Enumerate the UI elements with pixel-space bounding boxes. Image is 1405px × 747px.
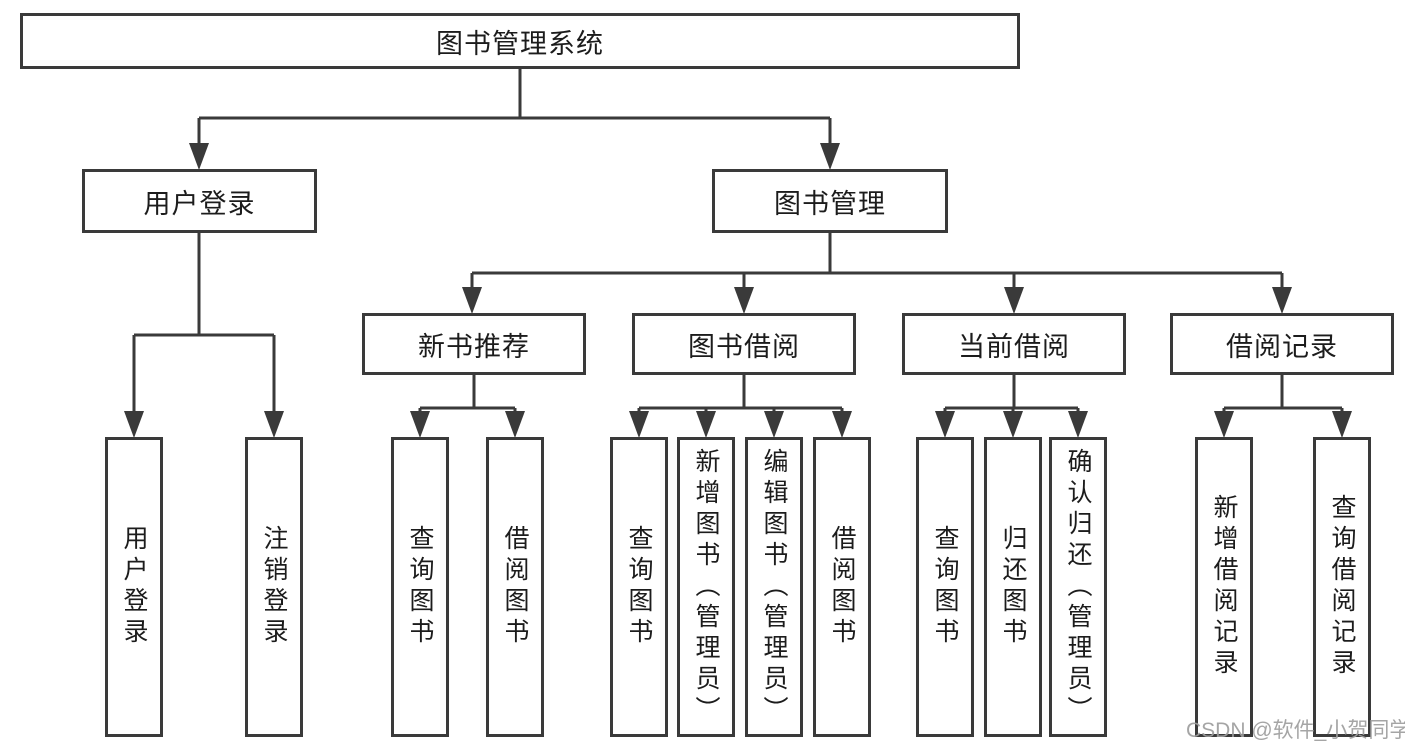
leaf-borrow-add-books-admin: 新增图书（管理员） [677,437,735,737]
connector-user-login-children [124,233,284,438]
node-user-login: 用户登录 [82,169,317,233]
leaf-records-query-record: 查询借阅记录 [1313,437,1371,737]
node-borrow-records: 借阅记录 [1170,313,1394,375]
leaf-logout: 注销登录 [245,437,303,737]
node-new-book-recommend: 新书推荐 [362,313,586,375]
leaf-borrow-edit-books-admin: 编辑图书（管理员） [745,437,803,737]
node-book-management: 图书管理 [712,169,948,233]
node-book-borrow: 图书借阅 [632,313,856,375]
connector-borrow-records-children [1214,375,1352,438]
node-current-borrow: 当前借阅 [902,313,1126,375]
watermark: CSDN @软件_小贺同学 [1186,719,1405,742]
connector-book-management-children [462,233,1292,314]
leaf-current-confirm-return-admin: 确认归还（管理员） [1049,437,1107,737]
connector-book-borrow-children [629,375,852,438]
connector-new-book-recommend-children [410,375,525,438]
connector-current-borrow-children [935,375,1088,438]
leaf-recommend-borrow-books: 借阅图书 [486,437,544,737]
connector-root-to-level2 [189,69,840,170]
leaf-borrow-borrow-books: 借阅图书 [813,437,871,737]
leaf-recommend-query-books: 查询图书 [391,437,449,737]
leaf-records-add-record: 新增借阅记录 [1195,437,1253,737]
leaf-borrow-query-books: 查询图书 [610,437,668,737]
leaf-user-login: 用户登录 [105,437,163,737]
node-root: 图书管理系统 [20,13,1020,69]
leaf-current-return-books: 归还图书 [984,437,1042,737]
leaf-current-query-books: 查询图书 [916,437,974,737]
